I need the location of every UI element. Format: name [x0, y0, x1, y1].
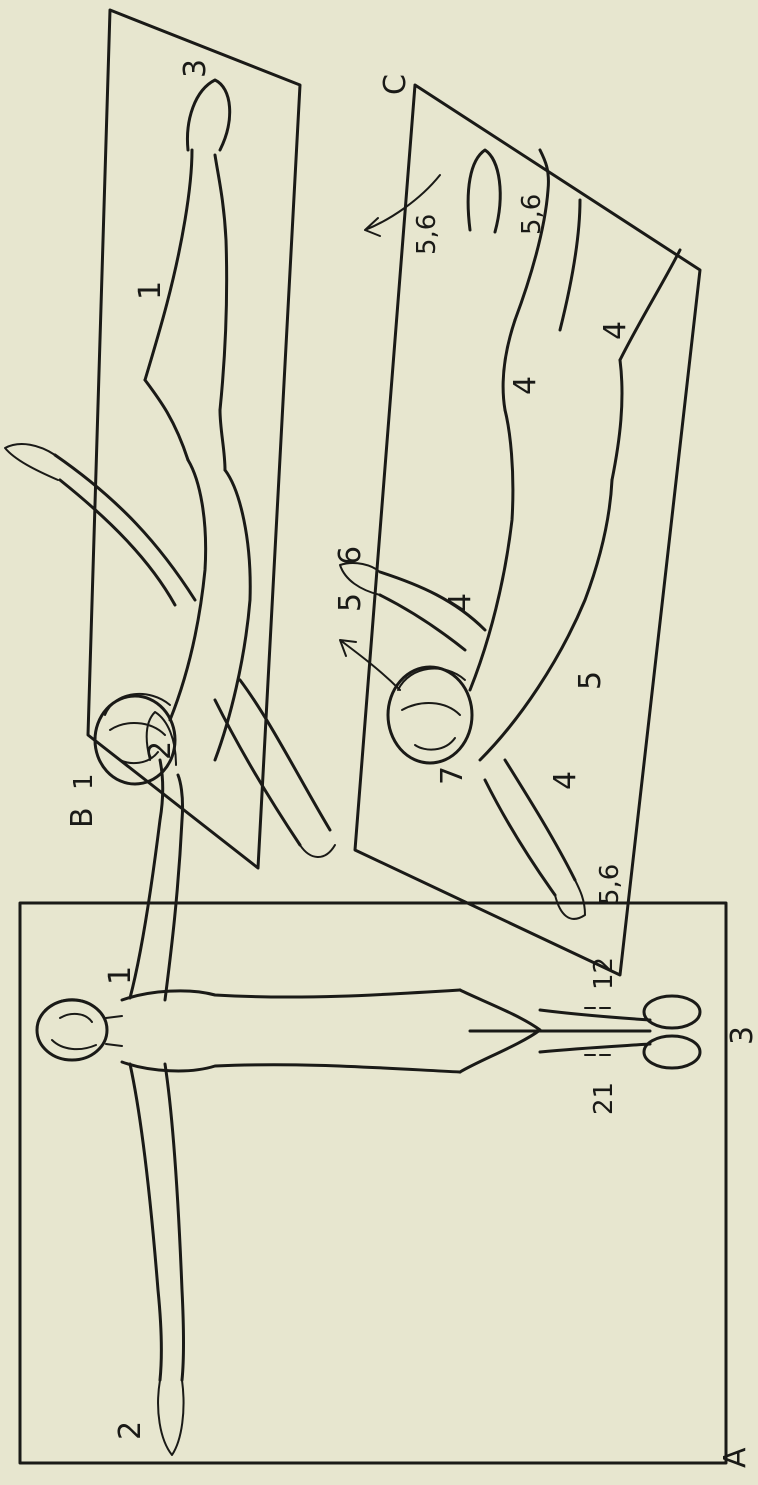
- panel-c-letter: C: [378, 74, 413, 95]
- panel-a: A 1 2 2 12 21 3: [20, 712, 758, 1468]
- panel-a-legs: [540, 1010, 650, 1052]
- panel-b: B 1 1 3: [5, 10, 335, 868]
- panel-a-torso: [122, 990, 460, 1072]
- panel-a-arm-bottom: [130, 1064, 184, 1380]
- panel-b-plane: [88, 10, 300, 868]
- panel-b-hand-lower: [300, 845, 335, 857]
- panel-c-label-head: 7: [435, 766, 470, 785]
- panel-b-letter: B: [65, 807, 100, 828]
- panel-c-feet: [468, 150, 500, 232]
- panel-b-torso: [170, 460, 250, 760]
- panel-c-label-hand-lower: 5,6: [595, 864, 625, 905]
- panel-a-arm-top: [130, 760, 183, 1000]
- panel-b-legs: [145, 150, 227, 410]
- panel-a-foot-left: [644, 996, 700, 1028]
- panel-b-letter-index: 1: [69, 773, 99, 790]
- panel-b-label-feet: 3: [178, 59, 213, 78]
- panel-b-figure: [5, 80, 335, 857]
- panel-c-label-leg-lower: 4: [598, 321, 633, 340]
- panel-b-hand-upper: [5, 444, 58, 480]
- panel-c-torso: [470, 410, 612, 760]
- panel-a-label-hip-left: 21: [589, 1082, 619, 1115]
- panel-c-label-feet-lower: 5,6: [517, 194, 547, 235]
- panel-a-label-head: 1: [103, 966, 138, 985]
- panel-c-label-leg-upper: 4: [508, 376, 543, 395]
- panel-c: C 5,6 5,6 4 4 5 6 4: [333, 74, 700, 975]
- panel-c-label-arm-upper: 4: [443, 593, 478, 612]
- panel-b-hip: [145, 380, 225, 470]
- panel-c-hip: [503, 320, 622, 480]
- panel-a-hand-bottom: [158, 1380, 183, 1455]
- panel-c-label-arm-lower: 4: [548, 771, 583, 790]
- panel-a-label-hand-bottom: 2: [113, 1421, 148, 1440]
- panel-c-label-hip: 5: [573, 671, 608, 690]
- panel-a-frame: [20, 903, 726, 1463]
- panel-c-hair: [398, 669, 465, 750]
- panel-a-hair: [45, 999, 102, 1049]
- panel-b-label-leg: 1: [133, 281, 168, 300]
- panel-a-label-feet: 3: [725, 1026, 758, 1045]
- panel-c-label-hand-6: 6: [333, 546, 368, 565]
- panel-a-letter: A: [718, 1447, 753, 1468]
- panel-c-figure: [340, 150, 680, 919]
- panel-b-arm-upper: [55, 455, 195, 605]
- panel-a-pelvis: [460, 990, 540, 1072]
- panel-c-label-hand-5: 5: [333, 593, 368, 612]
- panel-b-feet: [187, 80, 229, 150]
- panel-a-foot-right: [644, 1036, 700, 1068]
- panel-c-hand-lower: [555, 880, 585, 919]
- panel-c-label-feet-upper: 5,6: [412, 214, 442, 255]
